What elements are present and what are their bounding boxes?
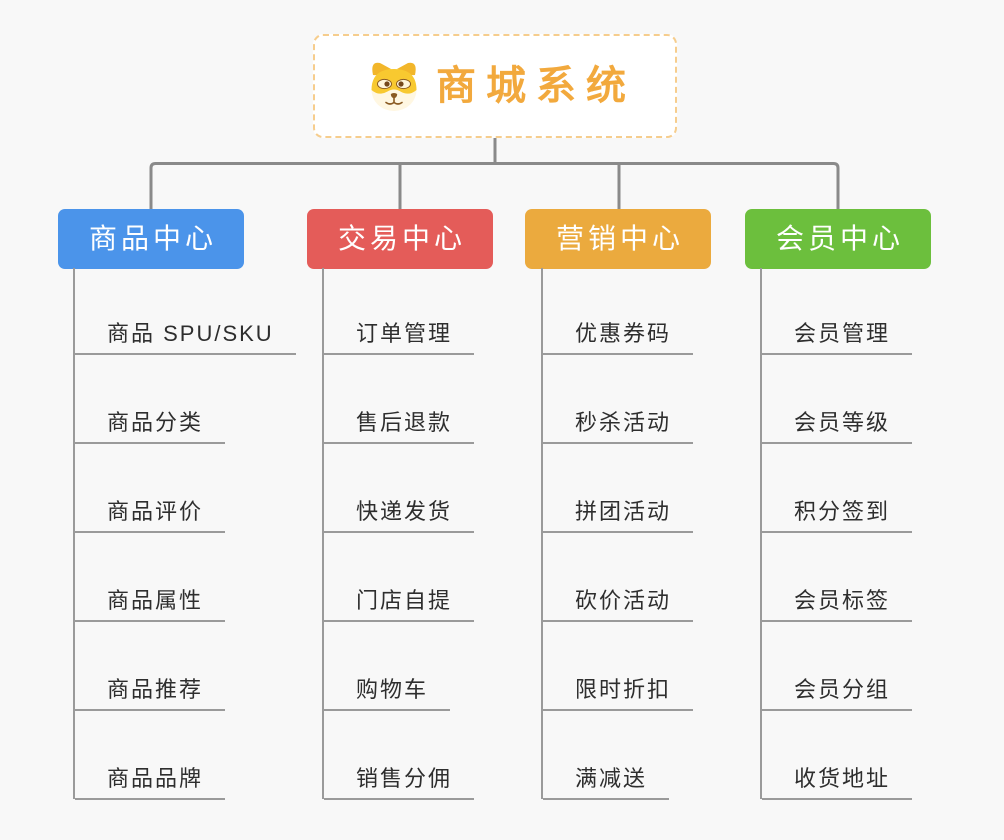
leaf-node[interactable]: 积分签到	[762, 485, 913, 533]
root-node-title: 商城系统	[436, 64, 636, 108]
leaf-node[interactable]: 收货地址	[762, 752, 913, 800]
leaf-node[interactable]: 会员分组	[762, 663, 913, 711]
leaf-node[interactable]: 商品品牌	[75, 752, 226, 800]
leaf-node[interactable]: 会员等级	[762, 396, 913, 444]
branch-children-marketing-center: 优惠券码 秒杀活动 拼团活动 砍价活动 限时折扣 满减送	[541, 268, 694, 800]
leaf-node[interactable]: 商品推荐	[75, 663, 226, 711]
branch-label: 交易中心	[337, 223, 466, 254]
branch-children-product-center: 商品 SPU/SKU 商品分类 商品评价 商品属性 商品推荐 商品品牌	[73, 268, 296, 800]
leaf-node[interactable]: 会员标签	[762, 574, 913, 622]
leaf-node[interactable]: 快递发货	[324, 485, 475, 533]
leaf-node[interactable]: 拼团活动	[543, 485, 694, 533]
leaf-node[interactable]: 砍价活动	[543, 574, 694, 622]
leaf-node[interactable]: 商品属性	[75, 574, 226, 622]
branch-node-trade-center[interactable]: 交易中心	[307, 209, 493, 269]
leaf-node[interactable]: 优惠券码	[543, 307, 694, 355]
leaf-node[interactable]: 订单管理	[324, 307, 475, 355]
leaf-node[interactable]: 购物车	[324, 663, 451, 711]
branch-children-trade-center: 订单管理 售后退款 快递发货 门店自提 购物车 销售分佣	[322, 268, 475, 800]
branch-children-member-center: 会员管理 会员等级 积分签到 会员标签 会员分组 收货地址	[760, 268, 913, 800]
leaf-node[interactable]: 商品 SPU/SKU	[75, 307, 296, 355]
leaf-node[interactable]: 商品评价	[75, 485, 226, 533]
leaf-node[interactable]: 门店自提	[324, 574, 475, 622]
branch-node-member-center[interactable]: 会员中心	[745, 209, 931, 269]
leaf-node[interactable]: 售后退款	[324, 396, 475, 444]
leaf-node[interactable]: 会员管理	[762, 307, 913, 355]
leaf-node[interactable]: 商品分类	[75, 396, 226, 444]
leaf-node[interactable]: 销售分佣	[324, 752, 475, 800]
leaf-node[interactable]: 限时折扣	[543, 663, 694, 711]
branch-label: 会员中心	[775, 223, 904, 254]
branch-label: 营销中心	[555, 223, 684, 254]
branch-node-product-center[interactable]: 商品中心	[58, 209, 244, 269]
dog-face-icon	[371, 62, 417, 111]
branch-label: 商品中心	[88, 223, 217, 254]
branch-node-marketing-center[interactable]: 营销中心	[525, 209, 711, 269]
leaf-node[interactable]: 满减送	[543, 752, 670, 800]
leaf-node[interactable]: 秒杀活动	[543, 396, 694, 444]
root-node[interactable]: 商城系统	[313, 34, 677, 138]
